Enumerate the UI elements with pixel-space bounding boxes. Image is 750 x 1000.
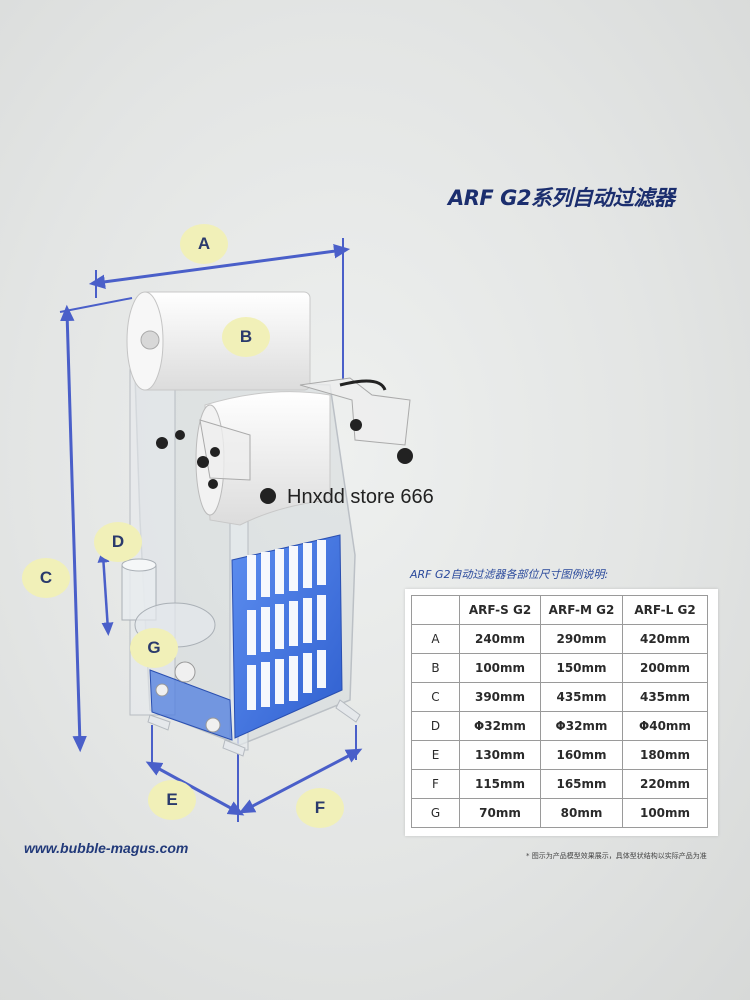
label-f: F [296,788,344,828]
label-d: D [94,522,142,562]
table-cell: 390mm [459,682,541,712]
label-a: A [180,224,228,264]
table-cell: 200mm [622,653,708,683]
table-cell: 100mm [622,798,708,828]
table-cell: Φ32mm [540,711,623,741]
table-row: B 100mm 150mm 200mm [411,653,708,683]
table-row: G 70mm 80mm 100mm [411,798,708,828]
feet [147,699,361,757]
label-c: C [22,558,70,598]
table-header: ARF-L G2 [622,595,708,625]
table-cell: B [411,653,460,683]
table-cell: 220mm [622,769,708,799]
dimension-line-a [88,244,351,289]
table-header-row: ARF-S G2 ARF-M G2 ARF-L G2 [411,595,708,625]
table-cell: 240mm [459,624,541,654]
dimension-table-card: ARF-S G2 ARF-M G2 ARF-L G2 A 240mm 290mm… [405,589,718,836]
page-title: ARF G2系列自动过滤器 [448,186,675,210]
table-row: F 115mm 165mm 220mm [411,769,708,799]
table-row: D Φ32mm Φ32mm Φ40mm [411,711,708,741]
mounting-brackets [199,377,411,481]
brand-url: www.bubble-magus.com [24,840,189,856]
table-caption: ARF G2自动过滤器各部位尺寸图例说明: [410,568,609,581]
table-cell: A [411,624,460,654]
dimension-line-c [60,304,87,753]
dimension-table: ARF-S G2 ARF-M G2 ARF-L G2 A 240mm 290mm… [411,595,708,828]
table-cell: 290mm [540,624,623,654]
dimension-line-d [97,549,114,636]
dimension-line-e [145,761,245,816]
table-row: C 390mm 435mm 435mm [411,682,708,712]
table-cell: 70mm [459,798,541,828]
table-cell: Φ40mm [622,711,708,741]
dimension-line-f [238,748,363,814]
table-cell: F [411,769,460,799]
knobs [156,419,413,504]
table-header: ARF-M G2 [540,595,623,625]
table-cell: E [411,740,460,770]
table-cell: G [411,798,460,828]
table-cell: 435mm [622,682,708,712]
table-header [411,595,460,625]
filter-panel-slots [247,540,326,710]
table-cell: D [411,711,460,741]
table-cell: 180mm [622,740,708,770]
table-cell: 130mm [459,740,541,770]
table-cell: 115mm [459,769,541,799]
table-cell: 435mm [540,682,623,712]
table-cell: 165mm [540,769,623,799]
store-watermark: Hnxdd store 666 [287,486,434,508]
label-g: G [130,628,178,668]
table-cell: 420mm [622,624,708,654]
table-cell: Φ32mm [459,711,541,741]
table-row: A 240mm 290mm 420mm [411,624,708,654]
top-paper-roll [126,291,311,391]
label-b: B [222,317,270,357]
footnote: * 图示为产品模型效果展示，具体型状结构以实际产品为准 [526,852,707,860]
table-header: ARF-S G2 [459,595,541,625]
table-cell: 150mm [540,653,623,683]
table-cell: 160mm [540,740,623,770]
table-cell: 80mm [540,798,623,828]
table-row: E 130mm 160mm 180mm [411,740,708,770]
table-cell: C [411,682,460,712]
label-e: E [148,780,196,820]
table-cell: 100mm [459,653,541,683]
